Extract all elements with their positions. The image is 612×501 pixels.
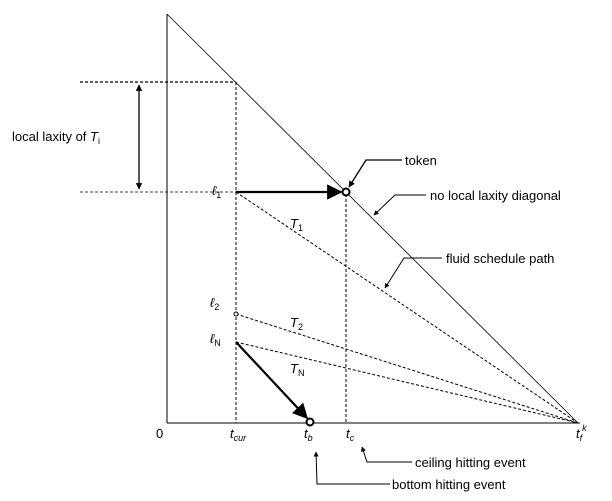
t-b-label: tb — [304, 426, 313, 443]
fluid-path-label: fluid schedule path — [446, 251, 554, 266]
token-label: token — [405, 153, 437, 168]
bottom-callout — [313, 451, 390, 485]
bottom-hit-arrow — [235, 341, 309, 420]
origin-label: 0 — [156, 426, 163, 441]
diagonal-label: no local laxity diagonal — [430, 188, 561, 203]
l2-point — [233, 311, 239, 317]
T2-label: T2 — [290, 315, 303, 332]
bottom-hit-marker — [305, 417, 315, 427]
token-marker — [341, 187, 351, 197]
path-T2 — [235, 313, 579, 424]
path-TN — [235, 341, 579, 424]
fluid-path-callout — [384, 257, 442, 289]
l2-label: ℓ2 — [210, 295, 219, 312]
no-laxity-diagonal-line — [166, 13, 579, 424]
t-c-label: tc — [346, 426, 355, 443]
l1-label: ℓ1 — [212, 183, 221, 200]
bottom-event-label: bottom hitting event — [392, 477, 506, 492]
ceiling-callout — [361, 446, 412, 463]
lN-label: ℓN — [210, 331, 221, 348]
local-laxity-label: local laxity of Ti — [12, 129, 100, 146]
t-cur-label: tcur — [230, 426, 247, 443]
t-f-label: tfk — [576, 423, 587, 443]
ceiling-event-label: ceiling hitting event — [415, 455, 526, 470]
token-callout — [348, 159, 402, 188]
diagonal-callout — [373, 194, 426, 216]
path-T1 — [235, 191, 579, 424]
TN-label: TN — [290, 361, 304, 378]
T1-label: T1 — [290, 216, 303, 233]
